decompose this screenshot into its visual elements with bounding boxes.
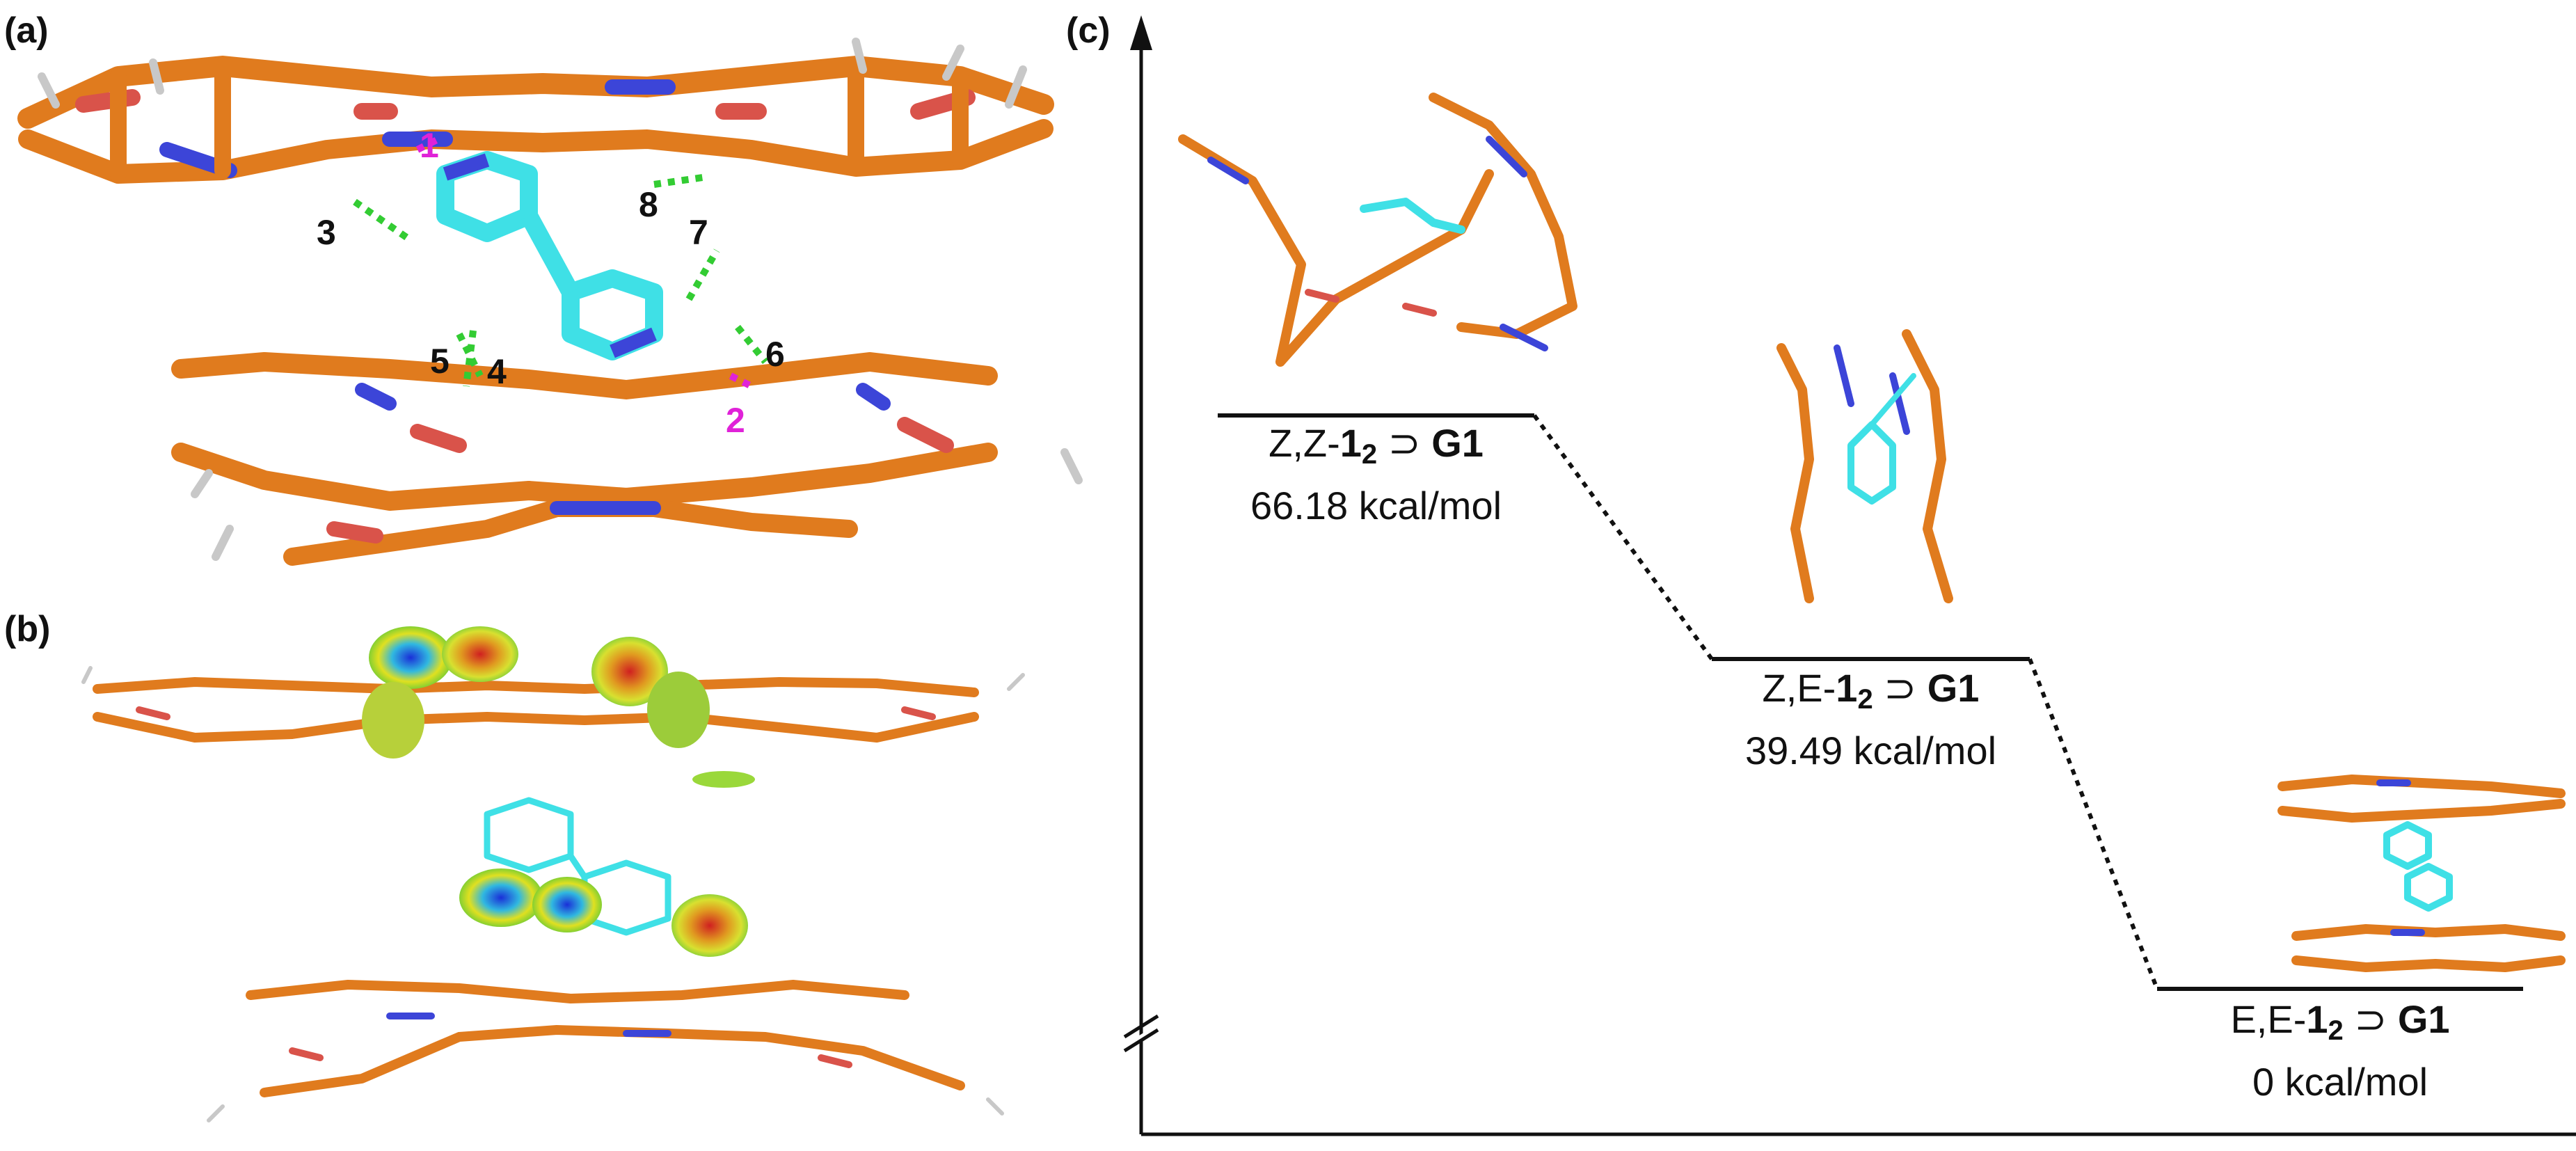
panel-b-molecular-model bbox=[81, 626, 1025, 1122]
panel-a-molecular-model bbox=[17, 38, 1083, 566]
contact-label-1: 1 bbox=[420, 126, 439, 165]
contact-label-5: 5 bbox=[430, 342, 450, 381]
level-name-ee: E,E-12 ⊃ G1 bbox=[2230, 997, 2450, 1046]
level-name-zz: Z,Z-12 ⊃ G1 bbox=[1269, 421, 1484, 470]
axis-break-icon bbox=[1123, 1014, 1159, 1039]
panel-label-a: (a) bbox=[4, 10, 49, 51]
contact-label-3: 3 bbox=[317, 213, 336, 252]
connector-zz-ze bbox=[1532, 414, 1714, 660]
axis-arrow-icon bbox=[1130, 15, 1152, 50]
contact-label-8: 8 bbox=[639, 185, 658, 224]
level-label-ze: Z,E-12 ⊃ G1 39.49 kcal/mol bbox=[1712, 662, 2030, 777]
connector-ze-ee bbox=[2028, 658, 2159, 990]
level-label-ee: E,E-12 ⊃ G1 0 kcal/mol bbox=[2157, 994, 2523, 1108]
panel-label-c: (c) bbox=[1066, 10, 1111, 51]
contact-label-7: 7 bbox=[689, 213, 708, 252]
contact-label-2: 2 bbox=[726, 401, 745, 440]
contact-label-6: 6 bbox=[765, 335, 785, 374]
level-energy-ee: 0 kcal/mol bbox=[2252, 1060, 2428, 1104]
level-label-zz: Z,Z-12 ⊃ G1 66.18 kcal/mol bbox=[1218, 418, 1534, 532]
level-name-ze: Z,E-12 ⊃ G1 bbox=[1762, 666, 1980, 715]
contact-label-4: 4 bbox=[487, 352, 507, 391]
level-energy-zz: 66.18 kcal/mol bbox=[1250, 484, 1502, 527]
ee-structure bbox=[2277, 775, 2566, 972]
level-energy-ze: 39.49 kcal/mol bbox=[1744, 729, 1997, 772]
panel-label-b: (b) bbox=[4, 609, 51, 649]
zz-structure bbox=[1178, 93, 1577, 367]
energy-diagram bbox=[1122, 15, 2576, 1136]
ze-structure bbox=[1776, 329, 1953, 603]
